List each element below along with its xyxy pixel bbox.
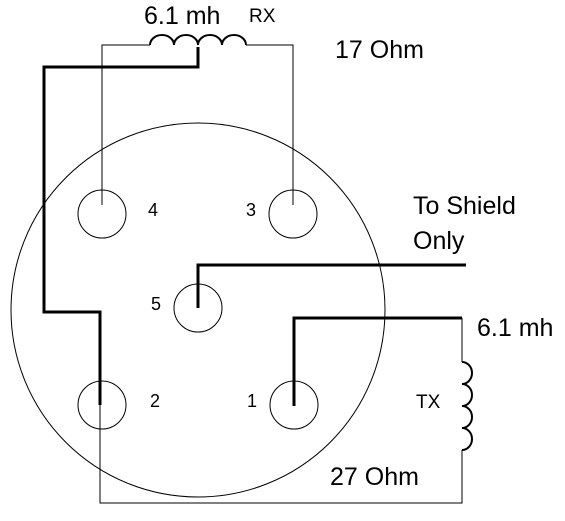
tx-name-label: TX — [416, 392, 441, 413]
shield-wire — [196, 263, 466, 308]
tx-inductance-label: 6.1 mh — [477, 314, 554, 342]
tx-lead-pin2 — [99, 395, 463, 504]
rx-lead-pin3 — [246, 44, 294, 205]
tx-to-pin1-wire — [292, 316, 462, 406]
connector-outline — [10, 122, 386, 498]
rx-lead-pin4 — [101, 44, 150, 205]
pin-2-socket — [77, 380, 127, 430]
rx-resistance-label: 17 Ohm — [335, 36, 424, 64]
rx-center-tap-wire — [42, 47, 200, 405]
rx-name-label: RX — [249, 6, 276, 27]
pin-5-label: 5 — [151, 294, 162, 314]
rx-coil-symbol — [149, 34, 247, 46]
pin-3-label: 3 — [246, 200, 257, 220]
shield-label-line2: Only — [413, 227, 465, 255]
tx-coil-symbol — [461, 361, 473, 451]
pin-2-label: 2 — [150, 391, 161, 411]
rx-inductance-label: 6.1 mh — [144, 2, 221, 30]
shield-label-line1: To Shield — [413, 192, 516, 220]
tx-resistance-label: 27 Ohm — [330, 463, 419, 491]
pin-4-label: 4 — [148, 200, 159, 220]
pin-1-label: 1 — [247, 391, 258, 411]
